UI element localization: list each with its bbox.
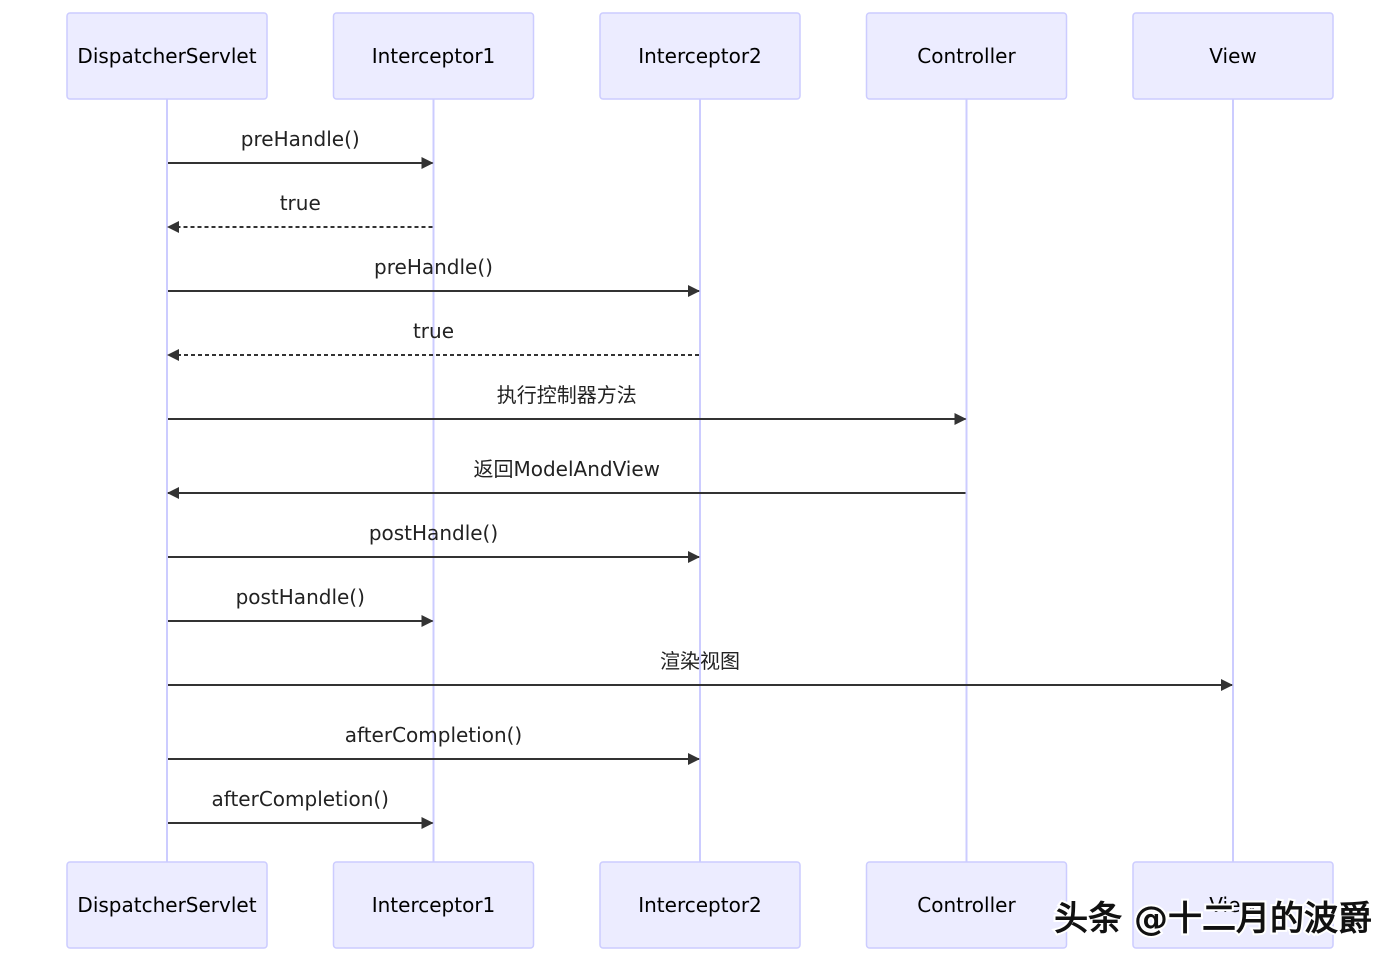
message-label: postHandle() [369,521,498,545]
participant-bottom-i1: Interceptor1 [332,861,535,949]
message-8: postHandle() [168,585,434,627]
participant-label: Interceptor1 [372,44,496,68]
participant-top-i1: Interceptor1 [332,12,535,100]
message-2: true [167,191,433,233]
participant-label: View [1209,893,1256,917]
message-6: 返回ModelAndView [167,457,966,499]
message-7: postHandle() [168,521,700,563]
participant-box [66,12,268,100]
participant-bottom-i2: Interceptor2 [599,861,801,949]
message-9: 渲染视图 [168,649,1233,691]
participant-box [66,861,268,949]
message-11: afterCompletion() [168,787,434,829]
participant-label: DispatcherServlet [77,44,256,68]
message-label: postHandle() [236,585,365,609]
participant-box [599,12,801,100]
message-1: preHandle() [168,127,434,169]
participant-box [1132,861,1334,949]
watermark-text: 头条 @十二月的波爵 [1054,899,1372,939]
message-label: afterCompletion() [212,787,389,811]
participant-bottom-ds: DispatcherServlet [66,861,268,949]
message-label: afterCompletion() [345,723,522,747]
message-label: preHandle() [241,127,360,151]
message-label: true [280,191,321,215]
message-label: 返回ModelAndView [473,457,660,481]
participant-top-ds: DispatcherServlet [66,12,268,100]
participant-top-ctl: Controller [865,12,1068,100]
participant-box [865,861,1068,949]
participant-top-view: View [1132,12,1334,100]
message-label: preHandle() [374,255,493,279]
message-label: 渲染视图 [660,649,740,673]
participant-box [1132,12,1334,100]
participant-label: Interceptor2 [638,44,762,68]
participant-top-i2: Interceptor2 [599,12,801,100]
message-label: 执行控制器方法 [497,383,637,407]
participant-box [332,861,535,949]
participant-box [332,12,535,100]
participant-label: DispatcherServlet [77,893,256,917]
message-label: true [413,319,454,343]
participant-label: Interceptor1 [372,893,496,917]
message-10: afterCompletion() [168,723,700,765]
participant-label: Interceptor2 [638,893,762,917]
participant-label: Controller [917,893,1016,917]
participant-bottom-view: View [1132,861,1334,949]
participant-box [599,861,801,949]
message-5: 执行控制器方法 [168,383,967,425]
participant-label: Controller [917,44,1016,68]
message-4: true [167,319,699,361]
participant-bottom-ctl: Controller [865,861,1068,949]
message-3: preHandle() [168,255,700,297]
participant-label: View [1209,44,1256,68]
participant-box [865,12,1068,100]
